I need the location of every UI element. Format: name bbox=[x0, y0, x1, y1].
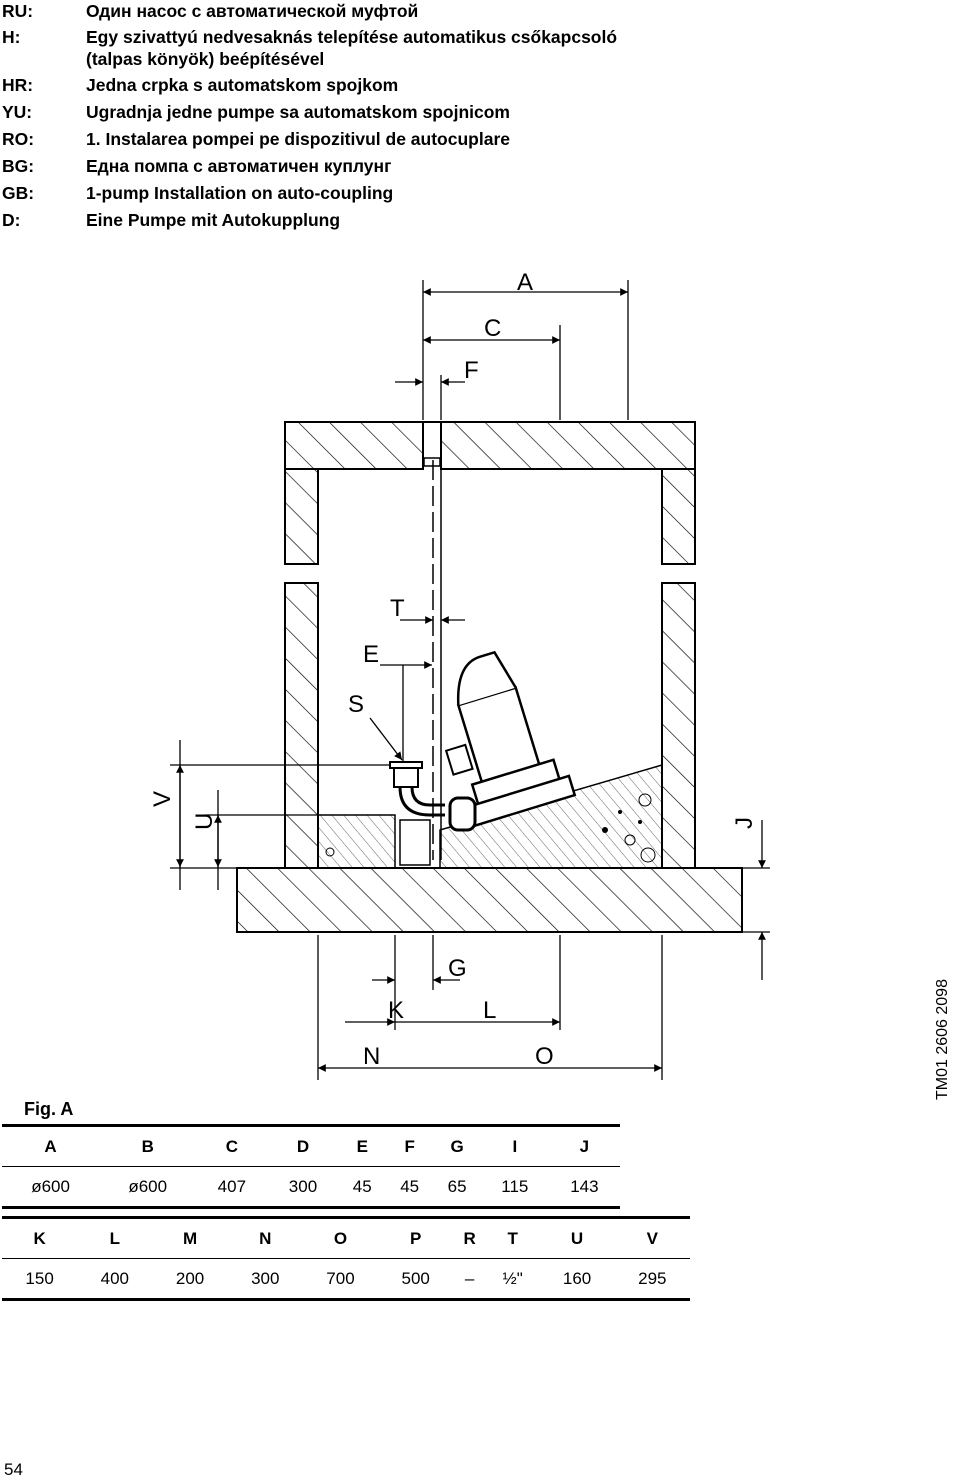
lang-text: Eine Pumpe mit Autokupplung bbox=[86, 209, 340, 231]
table-cell: 300 bbox=[267, 1166, 339, 1209]
concrete-fill bbox=[317, 763, 663, 869]
table-cell: 500 bbox=[378, 1258, 454, 1301]
table-header-cell: E bbox=[338, 1124, 386, 1167]
lang-line: (talpas könyök) beépítésével bbox=[86, 49, 325, 69]
table-header-cell: I bbox=[480, 1124, 549, 1167]
table-header-cell: O bbox=[302, 1216, 379, 1259]
label-A: A bbox=[517, 269, 533, 296]
lang-line: 1. Instalarea pompei pe dispozitivul de … bbox=[86, 129, 510, 149]
lang-text: 1-pump Installation on auto-coupling bbox=[86, 182, 393, 204]
lang-code: YU: bbox=[2, 102, 33, 122]
label-J: J bbox=[731, 817, 758, 829]
top-slab bbox=[284, 421, 696, 470]
table-header-cell: G bbox=[433, 1124, 481, 1167]
guide-rails bbox=[423, 457, 442, 860]
label-N: N bbox=[363, 1043, 380, 1070]
lang-line: Ugradnja jedne pumpe sa automatskom spoj… bbox=[86, 102, 510, 122]
shaft-walls bbox=[284, 468, 696, 869]
label-S: S bbox=[348, 691, 364, 718]
table-cell: 45 bbox=[338, 1166, 386, 1209]
lang-code: RO: bbox=[2, 129, 35, 149]
label-F: F bbox=[464, 357, 479, 384]
table-cell: 45 bbox=[385, 1166, 434, 1209]
table-cell: 200 bbox=[152, 1258, 228, 1301]
table-header-row: K L M N O P R T U V bbox=[2, 1216, 690, 1259]
table-header-cell: J bbox=[548, 1124, 620, 1167]
lang-text: Egy szivattyú nedvesaknás telepítése aut… bbox=[86, 26, 617, 70]
table-cell: 300 bbox=[227, 1258, 303, 1301]
label-G: G bbox=[448, 955, 467, 982]
label-V: V bbox=[149, 791, 176, 807]
table-cell: ½" bbox=[485, 1258, 540, 1301]
lang-code: GB: bbox=[2, 183, 35, 203]
table-header-cell: M bbox=[152, 1216, 228, 1259]
table-row: ø600 ø600 407 300 45 45 65 115 143 bbox=[2, 1166, 620, 1209]
lang-code: D: bbox=[2, 210, 21, 230]
table-header-cell: C bbox=[196, 1124, 268, 1167]
table-cell: ø600 bbox=[2, 1166, 100, 1209]
dimension-lines bbox=[170, 280, 770, 1080]
lang-text: Една помпа с автоматичен куплунг bbox=[86, 155, 391, 177]
label-O: O bbox=[535, 1043, 554, 1070]
lang-code: H: bbox=[2, 27, 21, 47]
table-cell: – bbox=[453, 1258, 486, 1301]
table-header-cell: T bbox=[485, 1216, 540, 1259]
table-cell: 65 bbox=[433, 1166, 481, 1209]
table-cell: ø600 bbox=[99, 1166, 197, 1209]
table-header-cell: N bbox=[227, 1216, 303, 1259]
installation-drawing: A C F T E S V U J G K L N O bbox=[149, 269, 770, 1080]
dimension-table-1: A B C D E F G I J ø600 ø600 407 300 45 4… bbox=[2, 1124, 620, 1209]
drawing-code: TM01 2606 2098 bbox=[934, 979, 951, 1100]
label-T: T bbox=[390, 595, 405, 622]
label-C: C bbox=[484, 315, 501, 342]
table-row: 150 400 200 300 700 500 – ½" 160 295 bbox=[2, 1258, 690, 1301]
table-header-cell: A bbox=[2, 1124, 100, 1167]
label-K: K bbox=[388, 997, 404, 1024]
base-slab bbox=[236, 867, 743, 933]
table-cell: 143 bbox=[548, 1166, 620, 1209]
table-cell: 407 bbox=[196, 1166, 268, 1209]
table-header-cell: F bbox=[385, 1124, 434, 1167]
lang-line: Една помпа с автоматичен куплунг bbox=[86, 156, 392, 176]
table-header-cell: K bbox=[2, 1216, 78, 1259]
table-header-cell: V bbox=[614, 1216, 690, 1259]
table-header-cell: P bbox=[378, 1216, 454, 1259]
lang-text: 1. Instalarea pompei pe dispozitivul de … bbox=[86, 128, 510, 150]
lang-line: Один насос с автоматической муфтой bbox=[86, 1, 419, 21]
lang-code: RU: bbox=[2, 1, 34, 21]
lang-text: Один насос с автоматической муфтой bbox=[86, 0, 418, 22]
table-cell: 115 bbox=[480, 1166, 549, 1209]
label-L: L bbox=[483, 997, 496, 1024]
table-header-cell: L bbox=[77, 1216, 153, 1259]
table-header-cell: U bbox=[539, 1216, 615, 1259]
table-header-cell: R bbox=[453, 1216, 486, 1259]
label-E: E bbox=[363, 641, 379, 668]
lang-text: Jedna crpka s automatskom spojkom bbox=[86, 74, 398, 96]
page-number: 54 bbox=[4, 1460, 23, 1479]
table-header-row: A B C D E F G I J bbox=[2, 1124, 620, 1167]
table-cell: 150 bbox=[2, 1258, 78, 1301]
table-cell: 295 bbox=[614, 1258, 690, 1301]
table-header-cell: D bbox=[267, 1124, 339, 1167]
lang-line: Egy szivattyú nedvesaknás telepítése aut… bbox=[86, 27, 618, 47]
label-U: U bbox=[191, 813, 218, 830]
table-cell: 700 bbox=[302, 1258, 379, 1301]
table-header-cell: B bbox=[99, 1124, 197, 1167]
lang-code: HR: bbox=[2, 75, 34, 95]
lang-line: 1-pump Installation on auto-coupling bbox=[86, 183, 394, 203]
dimension-table-2: K L M N O P R T U V 150 400 200 300 700 … bbox=[2, 1216, 690, 1301]
lang-line: Eine Pumpe mit Autokupplung bbox=[86, 210, 341, 230]
lang-code: BG: bbox=[2, 156, 35, 176]
table-cell: 160 bbox=[539, 1258, 615, 1301]
lang-line: Jedna crpka s automatskom spojkom bbox=[86, 75, 399, 95]
figure-label: Fig. A bbox=[24, 1099, 74, 1119]
pump-assembly bbox=[389, 650, 577, 866]
lang-text: Ugradnja jedne pumpe sa automatskom spoj… bbox=[86, 101, 510, 123]
table-cell: 400 bbox=[77, 1258, 153, 1301]
